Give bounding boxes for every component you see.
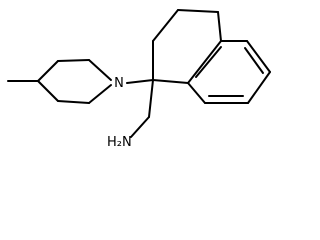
piperidine-n-label: N [114, 76, 124, 91]
bond-c1-c8a [152, 79, 189, 84]
benzene-ring [187, 40, 271, 104]
bond-c5-c6-inner [244, 47, 264, 74]
bond-c8a-c4a-inner [195, 46, 222, 78]
amine-label: H₂N [107, 135, 132, 149]
piperidine-ring [37, 59, 112, 104]
bond-c3-c4t [177, 9, 219, 13]
bond-c5-c6 [246, 40, 271, 73]
bond-c1-ch2 [148, 79, 154, 118]
bond-ch2-nh2 [130, 116, 150, 138]
bond-c2-c3 [57, 59, 90, 62]
bond-c6-c7 [247, 71, 271, 104]
cyclohexane-ring [152, 9, 222, 84]
bond-n-c2 [88, 59, 112, 81]
bond-c8-c8a [187, 82, 206, 104]
bond-c6-n [88, 84, 112, 104]
bond-n-c1 [126, 79, 154, 84]
bond-c2-c3t [152, 9, 179, 42]
bond-c3-c4 [37, 60, 59, 82]
bond-c4-c5 [37, 80, 59, 102]
bond-c5-c6 [57, 100, 90, 104]
bond-c4-c4a [217, 11, 222, 42]
chemical-structure: N H₂N [7, 9, 271, 149]
bond-c8a-c4a [187, 40, 222, 84]
